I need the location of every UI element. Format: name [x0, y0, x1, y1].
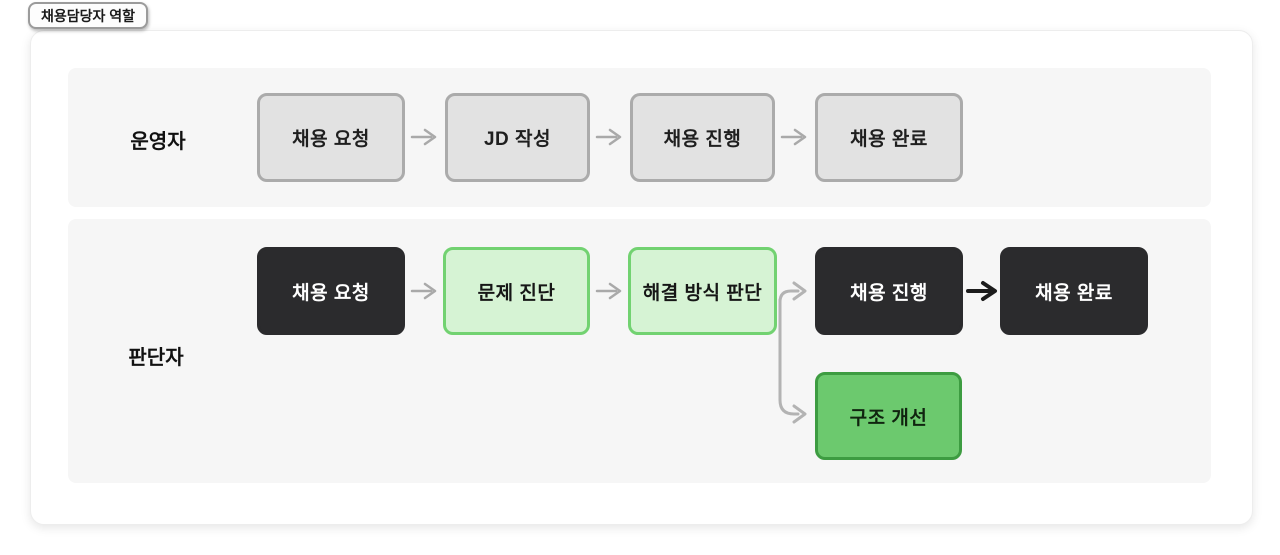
- node-judge-hiring-progress: 채용 진행: [815, 247, 963, 335]
- node-judge-structure-improvement: 구조 개선: [815, 372, 962, 460]
- lane-operator-label: 운영자: [130, 131, 186, 153]
- lane-judge-label: 판단자: [128, 347, 184, 369]
- node-judge-problem-diagnosis: 문제 진단: [443, 247, 590, 335]
- diagram-title-badge: 채용담당자 역할: [28, 2, 149, 29]
- node-judge-hiring-complete: 채용 완료: [1000, 247, 1148, 335]
- node-judge-hiring-request: 채용 요청: [257, 247, 405, 335]
- node-operator-jd-writing: JD 작성: [445, 93, 590, 182]
- node-operator-hiring-progress: 채용 진행: [630, 93, 775, 182]
- node-operator-hiring-request: 채용 요청: [257, 93, 405, 182]
- node-judge-solution-decision: 해결 방식 판단: [628, 247, 777, 335]
- node-operator-hiring-complete: 채용 완료: [815, 93, 963, 182]
